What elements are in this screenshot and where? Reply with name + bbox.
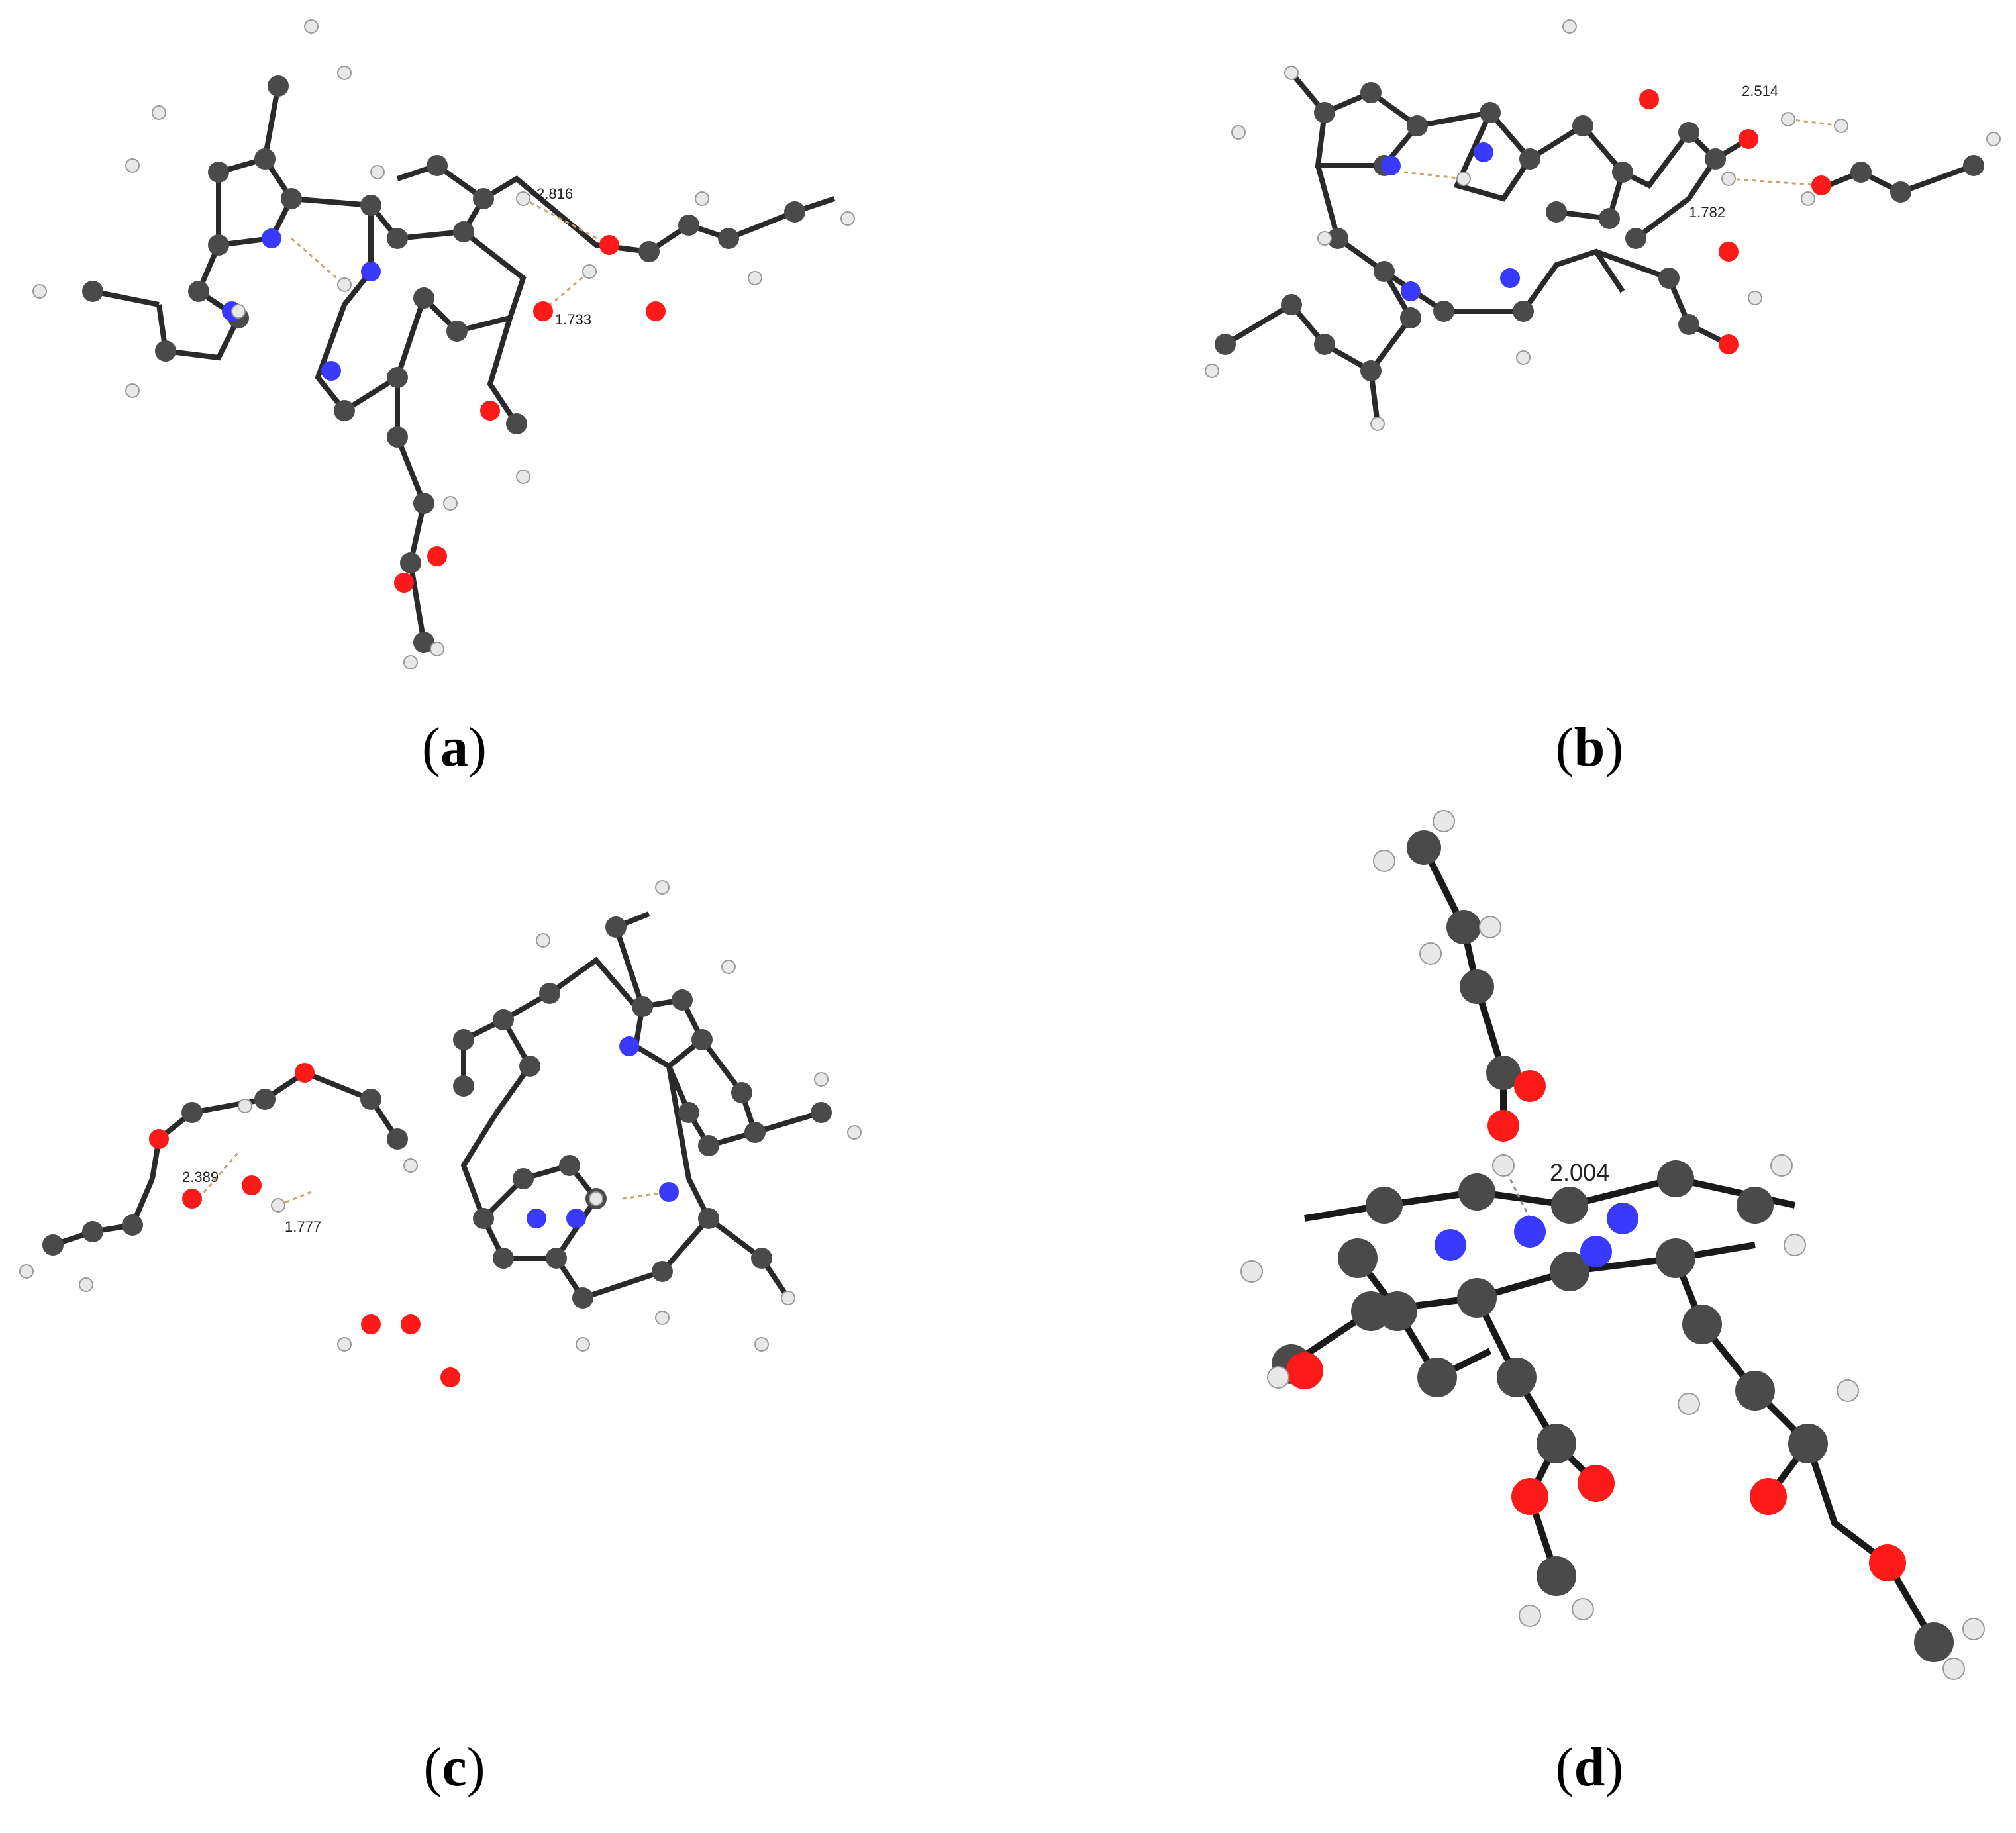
molecule-c: [19, 880, 862, 1387]
molecule-a: [32, 19, 855, 669]
panel-caption-b: (b): [1457, 715, 1722, 779]
panel-a: 2.816 1.733 (a): [0, 0, 993, 778]
hbond-lines-a: [291, 197, 610, 313]
distance-label: 1.733: [555, 311, 592, 328]
panel-caption-a: (a): [322, 715, 587, 779]
distance-label: 2.514: [1742, 83, 1779, 99]
caption-open: (: [1555, 1736, 1574, 1798]
caption-close: ): [466, 1736, 485, 1798]
distance-label: 2.389: [182, 1169, 219, 1185]
caption-close: ): [1605, 1736, 1624, 1798]
caption-letter: a: [440, 717, 468, 778]
panel-d: 2.004 (d): [1159, 795, 2016, 1833]
caption-close: ): [468, 717, 487, 778]
caption-open: (: [1555, 717, 1574, 778]
caption-letter: d: [1574, 1736, 1605, 1798]
distance-label: 1.777: [285, 1218, 322, 1235]
distance-label: 1.782: [1689, 204, 1726, 221]
caption-open: (: [422, 717, 440, 778]
distance-label: 2.816: [536, 185, 574, 202]
molecule-d: [1240, 810, 1985, 1680]
distance-label: 2.004: [1550, 1159, 1610, 1186]
caption-open: (: [423, 1736, 442, 1798]
panel-b: 2.514 1.782 (b): [1159, 0, 2016, 778]
panel-caption-d: (d): [1457, 1735, 1722, 1799]
molecule-b: [1205, 19, 2001, 431]
panel-caption-c: (c): [322, 1735, 587, 1799]
caption-letter: c: [442, 1736, 467, 1798]
caption-letter: b: [1574, 717, 1605, 778]
panel-c: 2.389 1.777 (c): [0, 795, 993, 1833]
caption-close: ): [1605, 717, 1624, 778]
